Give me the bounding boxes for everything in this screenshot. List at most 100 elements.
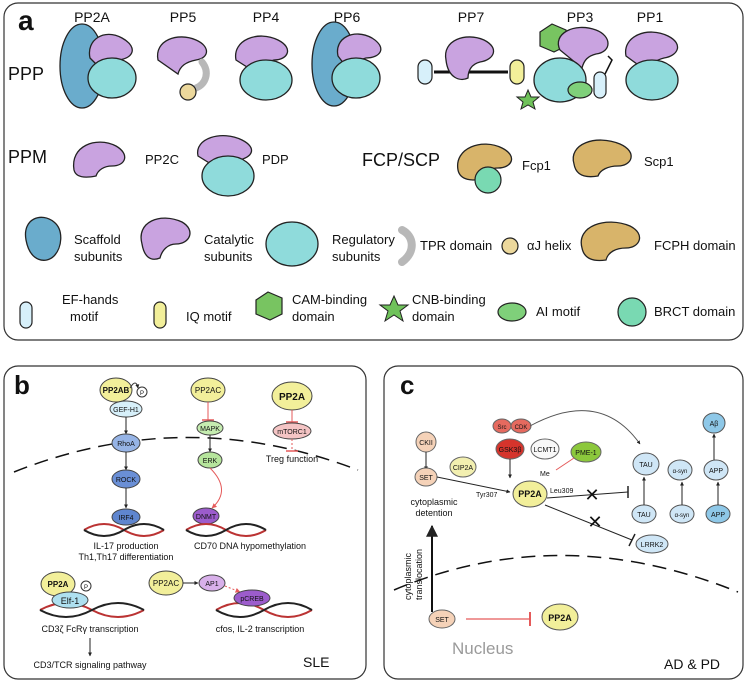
pp4-structure <box>235 35 293 101</box>
svg-text:subunits: subunits <box>74 249 123 264</box>
pcreb-node: pCREB <box>240 596 264 603</box>
legend-cam-binding: CAM-binding domain <box>255 291 367 324</box>
col-pp4: PP4 <box>253 9 280 25</box>
legend-scaffold: Scaffold subunits <box>24 216 123 264</box>
svg-text:αJ helix: αJ helix <box>527 238 572 253</box>
panel-c: c CKII SET cytoplasmic detention CIP2A S… <box>383 365 744 680</box>
pme1-node: PME-1 <box>575 450 597 457</box>
set-top-node: SET <box>419 475 433 482</box>
pp2c-label: PP2C <box>145 152 179 167</box>
cd3-tcr-text: CD3/TCR signaling pathway <box>33 660 147 670</box>
ap1-node: AP1 <box>205 581 218 588</box>
svg-text:subunits: subunits <box>332 249 381 264</box>
abeta-node: Aβ <box>710 421 719 428</box>
cross-1: ✕ <box>584 485 599 505</box>
scp1-structure <box>572 139 632 178</box>
legend-regulatory: Regulatory subunits <box>265 221 395 267</box>
legend-ai-motif: AI motif <box>497 302 580 322</box>
svg-text:motif: motif <box>70 309 99 324</box>
pp7-structure <box>417 36 525 85</box>
cyto-translocation-2: translocation <box>414 549 424 600</box>
pp2ac-bottom-node: PP2AC <box>153 579 179 588</box>
treg-text: Treg function <box>266 454 318 464</box>
svg-text:TPR domain: TPR domain <box>420 238 492 253</box>
pp2a-structure <box>59 23 137 109</box>
dna-helix-b1 <box>83 523 165 537</box>
asyn-phos-node: α-syn <box>673 469 688 475</box>
fcp1-label: Fcp1 <box>522 158 551 173</box>
gef-h1-node: GEF-H1 <box>113 407 139 414</box>
il17-line2: Th1,Th17 differentiation <box>79 552 174 562</box>
cfos-text: cfos, IL-2 transcription <box>216 624 305 634</box>
row-ppp-label: PPP <box>8 64 44 84</box>
legend-iq: IQ motif <box>153 301 232 329</box>
pp1-structure <box>625 31 679 101</box>
pp5-structure <box>157 36 210 101</box>
dna-helix-b2 <box>185 523 267 537</box>
me-label: Me <box>540 471 550 478</box>
svg-text:P: P <box>140 391 144 397</box>
panel-a: a PP2A PP5 PP4 PP6 PP7 PP3 PP1 PPP <box>3 2 744 341</box>
col-pp1: PP1 <box>637 9 664 25</box>
svg-text:Catalytic: Catalytic <box>204 232 254 247</box>
legend-tpr: TPR domain <box>398 226 492 266</box>
panel-c-letter: c <box>400 370 414 400</box>
fcp1-structure <box>457 143 513 194</box>
pp2ac-top-node: PP2AC <box>195 386 221 395</box>
pp2a-nucleus-node: PP2A <box>548 613 572 623</box>
svg-text:CAM-binding: CAM-binding <box>292 292 367 307</box>
legend-aj-helix: αJ helix <box>501 237 572 255</box>
il17-line1: IL-17 production <box>93 541 158 551</box>
svg-text:Scaffold: Scaffold <box>74 232 121 247</box>
mapk-node: MAPK <box>200 426 220 433</box>
panel-b-footer: SLE <box>303 654 329 670</box>
src-node: Src <box>498 425 507 431</box>
elf1-node: Elf-1 <box>61 596 80 606</box>
panel-a-letter: a <box>18 5 34 36</box>
gsk3b-node: GSK3β <box>499 447 522 454</box>
pp2a-top-node: PP2A <box>279 392 305 403</box>
app-phos-node: APP <box>709 468 723 475</box>
cyto-detention-2: detention <box>415 508 452 518</box>
svg-text:CNB-binding: CNB-binding <box>412 292 486 307</box>
irf4-node: IRF4 <box>118 515 133 522</box>
leu309-label: Leu309 <box>550 488 573 495</box>
cyto-detention-1: cytoplasmic <box>410 497 458 507</box>
svg-text:IQ motif: IQ motif <box>186 309 232 324</box>
row-ppm-label: PPM <box>8 147 47 167</box>
pp6-structure <box>311 21 382 107</box>
cyto-translocation-1: cytoplasmic <box>403 552 413 600</box>
legend-fcph: FCPH domain <box>580 221 736 262</box>
svg-text:subunits: subunits <box>204 249 253 264</box>
pp2ab-node: PP2AB <box>103 386 130 395</box>
pp2a-bottom-node: PP2A <box>48 580 69 589</box>
lrrk2-node: LRRK2 <box>641 542 664 549</box>
lcmt1-node: LCMT1 <box>534 447 557 454</box>
svg-text:EF-hands: EF-hands <box>62 292 119 307</box>
legend-brct: BRCT domain <box>617 297 735 327</box>
cip2a-node: CIP2A <box>453 465 474 472</box>
pp2a-main-node: PP2A <box>518 489 542 499</box>
col-pp2a: PP2A <box>74 9 110 25</box>
pp2c-structure <box>73 141 126 178</box>
scp1-label: Scp1 <box>644 154 674 169</box>
nucleus-label: Nucleus <box>452 639 513 658</box>
erk-node: ERK <box>203 458 218 465</box>
cross-2: ✕ <box>587 512 602 532</box>
cdk-node: CDK <box>515 425 528 431</box>
ckii-node: CKII <box>419 440 433 447</box>
legend-ef-hands: EF-hands motif <box>19 292 119 329</box>
mtorc1-node: mTORC1 <box>277 429 307 436</box>
asyn-node: α-syn <box>675 513 690 519</box>
legend-catalytic: Catalytic subunits <box>140 217 254 264</box>
set-nucleus-node: SET <box>435 617 449 624</box>
legend-cnb-binding: CNB-binding domain <box>378 292 486 324</box>
panel-c-footer: AD & PD <box>664 656 720 672</box>
cd3z-text: CD3ζ FcRγ transcription <box>42 624 139 634</box>
svg-text:FCPH domain: FCPH domain <box>654 238 736 253</box>
app-node: APP <box>711 512 725 519</box>
panel-b: b PP2AB P GEF-H1 RhoA ROCK IRF4 IL-17 pr… <box>3 365 367 680</box>
col-pp3: PP3 <box>567 9 594 25</box>
svg-text:P: P <box>84 585 88 591</box>
